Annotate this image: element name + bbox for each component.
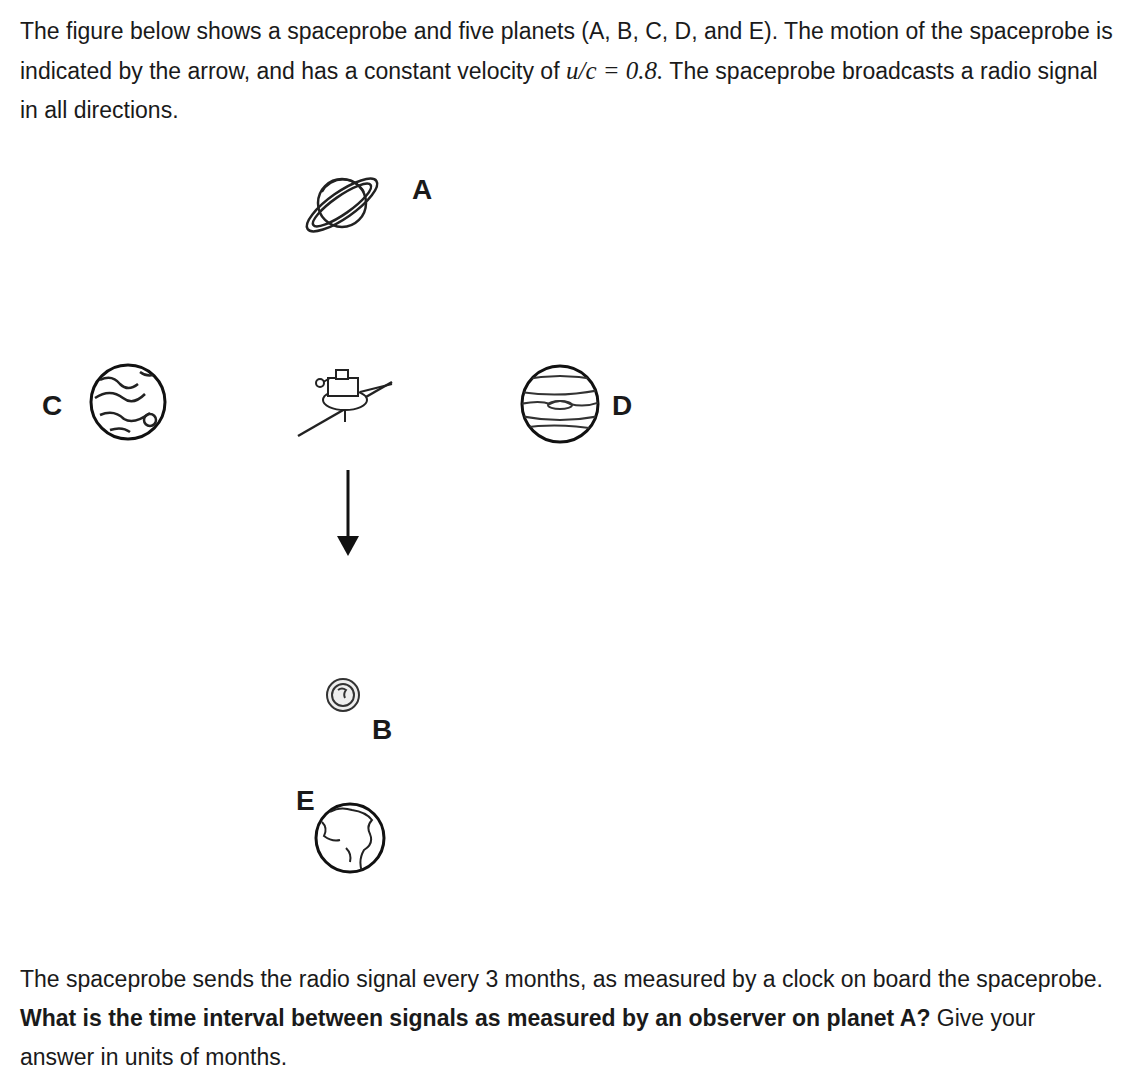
- planet-label: B: [372, 716, 392, 744]
- planet-e: [316, 804, 384, 872]
- planet-label: E: [296, 787, 315, 815]
- velocity-value: u/c = 0.8.: [566, 57, 663, 84]
- question-text: The spaceprobe sends the radio signal ev…: [20, 966, 1103, 992]
- velocity-arrow: [337, 470, 359, 556]
- planet-a: [300, 170, 384, 239]
- paragraph: The figure below shows a spaceprobe and …: [20, 12, 1115, 130]
- planet-label: A: [412, 176, 432, 204]
- planet-label: C: [42, 392, 62, 420]
- question-emphasis: What is the time interval between signal…: [20, 1005, 930, 1031]
- planet-b: [327, 679, 359, 711]
- planet-d: [520, 366, 600, 442]
- paragraph: The spaceprobe sends the radio signal ev…: [20, 960, 1110, 1077]
- planet-label: D: [612, 392, 632, 420]
- planet-c: [91, 365, 165, 439]
- spaceprobe: [298, 370, 392, 436]
